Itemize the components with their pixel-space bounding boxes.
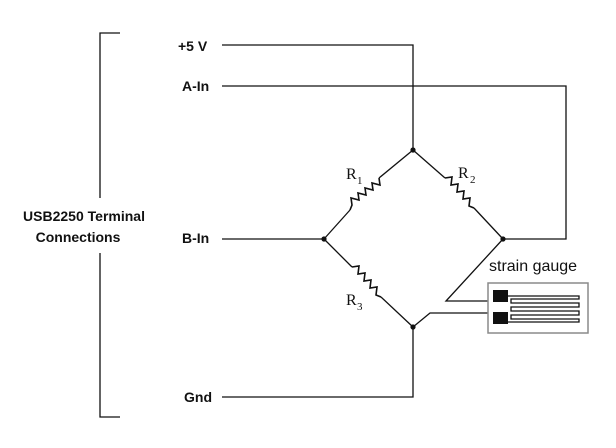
resistor-r3	[323, 238, 414, 328]
terminal-label-gnd: Gnd	[184, 389, 212, 405]
label-r3: R 3	[346, 292, 363, 313]
node-right	[500, 236, 506, 242]
strain-gauge-icon	[487, 282, 589, 334]
terminal-label-a-in: A-In	[182, 78, 209, 94]
svg-text:R: R	[458, 165, 469, 182]
wire-a-in	[222, 85, 567, 240]
label-r1: R 1	[346, 166, 363, 187]
resistor-r2	[412, 149, 504, 240]
terminal-label-b-in: B-In	[182, 230, 209, 246]
label-r2: R 2	[458, 165, 476, 186]
svg-text:R: R	[346, 166, 357, 183]
svg-text:1: 1	[357, 175, 363, 187]
wire-gnd	[222, 327, 414, 398]
svg-text:R: R	[346, 292, 357, 309]
node-bottom	[410, 324, 416, 330]
bridge-arm-gauge	[412, 238, 504, 328]
wire-plus5v	[222, 44, 414, 150]
svg-text:3: 3	[357, 301, 363, 313]
svg-text:2: 2	[470, 174, 476, 186]
group-label-line1: USB2250 Terminal	[23, 208, 145, 224]
node-top	[410, 147, 416, 153]
resistor-r1	[323, 149, 414, 240]
node-left	[321, 236, 327, 242]
terminal-bracket	[99, 32, 120, 418]
strain-gauge-label: strain gauge	[489, 258, 577, 275]
terminal-label-plus5v: +5 V	[178, 38, 208, 54]
group-label-line2: Connections	[36, 229, 121, 245]
